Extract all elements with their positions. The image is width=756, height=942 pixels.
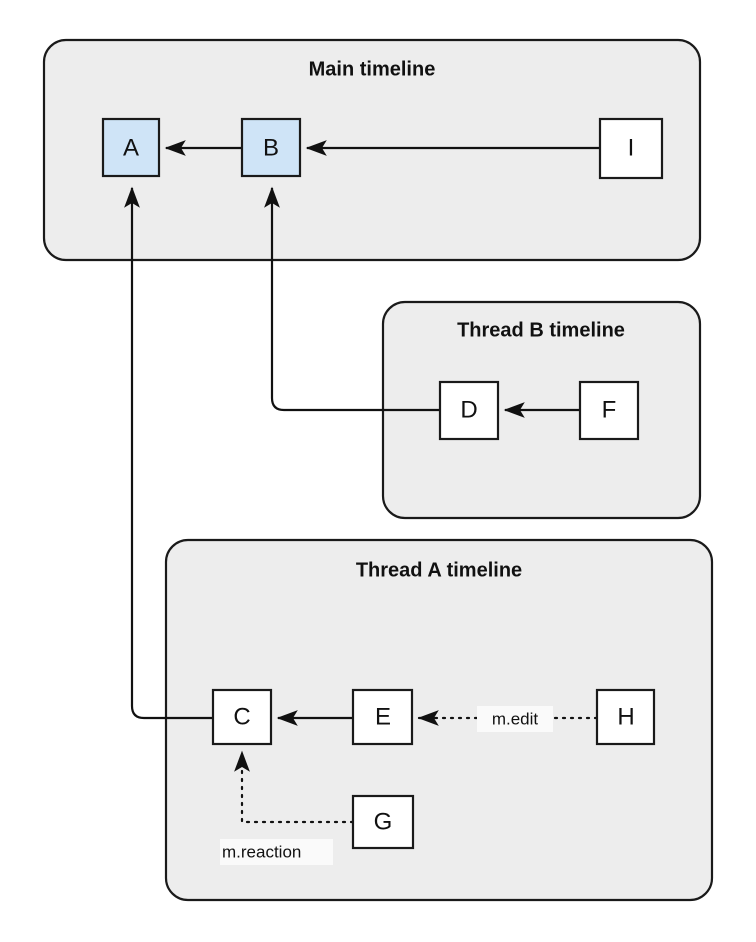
group-thread-a-timeline-title: Thread A timeline — [356, 559, 522, 581]
node-f[interactable]: F — [578, 380, 640, 441]
node-c-rect[interactable] — [211, 688, 273, 746]
node-f-label: F — [602, 396, 617, 423]
group-main-timeline: Main timeline — [42, 38, 702, 262]
edge-label-m-edit-bg — [477, 706, 553, 732]
edge-label-m-edit: m.edit — [477, 706, 553, 732]
node-e-label: E — [375, 703, 391, 730]
node-i[interactable]: I — [598, 117, 664, 180]
node-b-label: B — [263, 134, 279, 161]
node-c-label: C — [233, 703, 250, 730]
group-main-timeline-rect — [42, 38, 702, 262]
node-d[interactable]: D — [438, 380, 500, 441]
node-i-label: I — [628, 134, 635, 161]
node-h-label: H — [617, 703, 634, 730]
node-g-label: G — [374, 808, 393, 835]
edge-g-to-c — [234, 750, 355, 824]
edge-label-m-edit-text: m.edit — [492, 709, 539, 728]
node-b-rect[interactable] — [240, 117, 302, 178]
node-h[interactable]: H — [595, 688, 656, 746]
edge-label-m-reaction: m.reaction — [220, 839, 333, 865]
node-a-label: A — [123, 134, 139, 161]
node-g-rect[interactable] — [351, 794, 415, 850]
edge-label-m-reaction-bg — [220, 839, 333, 865]
node-e-rect[interactable] — [351, 688, 414, 746]
node-g[interactable]: G — [351, 794, 415, 850]
node-c[interactable]: C — [211, 688, 273, 746]
edge-label-m-reaction-text: m.reaction — [222, 842, 301, 861]
edge-d-to-b — [264, 186, 440, 412]
node-e[interactable]: E — [351, 688, 414, 746]
group-main-timeline-title: Main timeline — [309, 58, 436, 80]
edge-c-to-a — [124, 186, 213, 720]
node-h-rect[interactable] — [595, 688, 656, 746]
group-thread-a-timeline-rect — [164, 538, 714, 902]
node-f-rect[interactable] — [578, 380, 640, 441]
node-i-rect[interactable] — [598, 117, 664, 180]
group-thread-b-timeline-title: Thread B timeline — [457, 319, 625, 341]
node-d-label: D — [460, 396, 477, 423]
node-d-rect[interactable] — [438, 380, 500, 441]
node-a[interactable]: A — [101, 117, 161, 178]
group-thread-a-timeline: Thread A timeline — [164, 538, 714, 902]
node-b[interactable]: B — [240, 117, 302, 178]
node-a-rect[interactable] — [101, 117, 161, 178]
